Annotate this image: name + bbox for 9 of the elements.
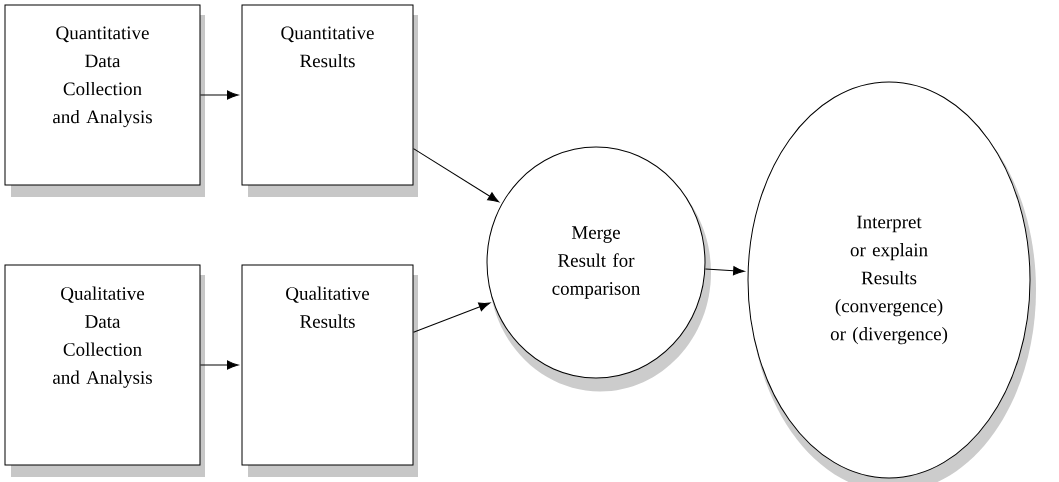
process-box: Qualitative Data Collection and Analysis [4,264,205,477]
process-box: Quantitative Results [241,4,418,197]
arrow [200,360,239,370]
arrow [200,90,239,100]
arrow [704,266,745,276]
arrow [413,148,500,203]
arrow [413,302,491,333]
process-box: Qualitative Results [241,264,418,477]
process-box: Quantitative Data Collection and Analysis [4,4,205,197]
